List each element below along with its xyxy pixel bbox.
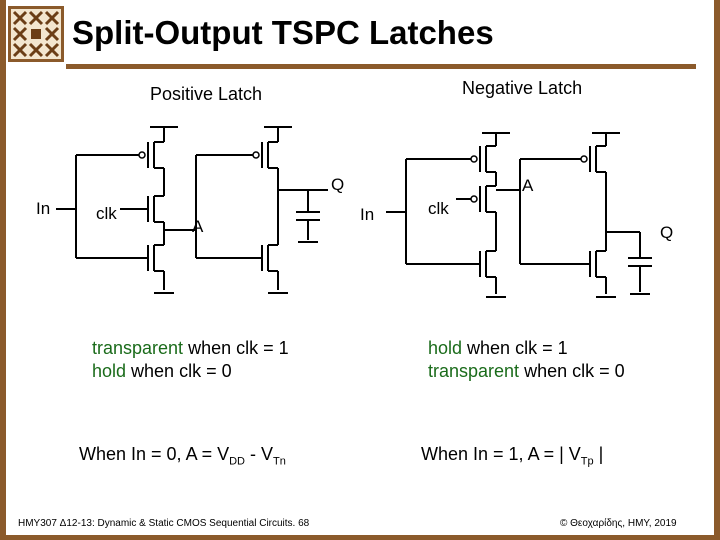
pos-q-label: Q	[331, 175, 344, 194]
pos-line-1-text: when clk = 1	[183, 338, 289, 358]
neg-in-label: In	[360, 205, 374, 224]
footer-course-info: HMY307 Δ12-13: Dynamic & Static CMOS Seq…	[18, 518, 310, 529]
neg-pmos-output	[519, 133, 607, 264]
neg-line-2-text: when clk = 0	[519, 361, 625, 381]
neg-line-1-text: when clk = 1	[462, 338, 568, 358]
pos-node-a-label: A	[192, 217, 204, 236]
neg-pmos-clk	[456, 185, 496, 213]
pos-line-2-text: when clk = 0	[126, 361, 232, 381]
slide-title: Split-Output TSPC Latches	[72, 14, 494, 51]
pos-line-1: transparent when clk = 1	[92, 338, 289, 359]
neg-formula-end: |	[593, 444, 604, 464]
neg-clk-label: clk	[428, 199, 449, 218]
neg-node-a-label: A	[522, 176, 534, 195]
pos-line-1-keyword: transparent	[92, 338, 184, 358]
neg-q-label: Q	[660, 223, 673, 242]
positive-latch-heading: Positive Latch	[150, 84, 263, 104]
title-underline	[66, 64, 696, 69]
pos-nmos-clk	[120, 195, 164, 223]
neg-formula-sub-tp: Tp	[580, 455, 594, 468]
pos-pmos-input	[76, 126, 178, 169]
pos-formula-sub-dd: DD	[229, 455, 245, 468]
bottom-border	[0, 535, 720, 540]
positive-latch-circuit	[56, 126, 328, 294]
pos-formula: When In = 0, A = VDD - VTn	[79, 444, 286, 468]
neg-line-1: hold when clk = 1	[428, 338, 568, 359]
pos-nmos-output	[195, 230, 288, 294]
negative-latch-heading: Negative Latch	[462, 78, 583, 98]
footer-copyright: © Θεοχαρίδης, HMY, 2019	[560, 518, 677, 529]
pos-in-label: In	[36, 199, 50, 218]
left-border	[0, 0, 6, 540]
pos-formula-sub-tn: Tn	[273, 455, 286, 468]
pos-output-capacitor	[296, 211, 320, 243]
pos-clk-label: clk	[96, 204, 117, 223]
negative-latch-circuit	[386, 132, 652, 298]
pos-nmos-input	[75, 155, 174, 294]
neg-line-2: transparent when clk = 0	[428, 361, 625, 382]
neg-line-1-keyword: hold	[428, 338, 463, 358]
right-border	[714, 0, 720, 540]
neg-line-2-keyword: transparent	[428, 361, 520, 381]
neg-nmos-input	[406, 250, 506, 298]
pos-formula-main: When In = 0, A = V	[79, 444, 230, 464]
pos-line-2: hold when clk = 0	[92, 361, 232, 382]
pos-line-2-keyword: hold	[92, 361, 127, 381]
neg-formula-main: When In = 1, A = | V	[421, 444, 581, 464]
neg-nmos-output	[520, 250, 616, 298]
neg-pmos-input	[386, 133, 497, 264]
university-logo-icon	[8, 6, 64, 62]
neg-output-capacitor	[628, 257, 652, 295]
pos-formula-mid: - V	[245, 444, 274, 464]
pos-pmos-output	[195, 126, 292, 230]
neg-formula: When In = 1, A = | VTp |	[421, 444, 603, 468]
